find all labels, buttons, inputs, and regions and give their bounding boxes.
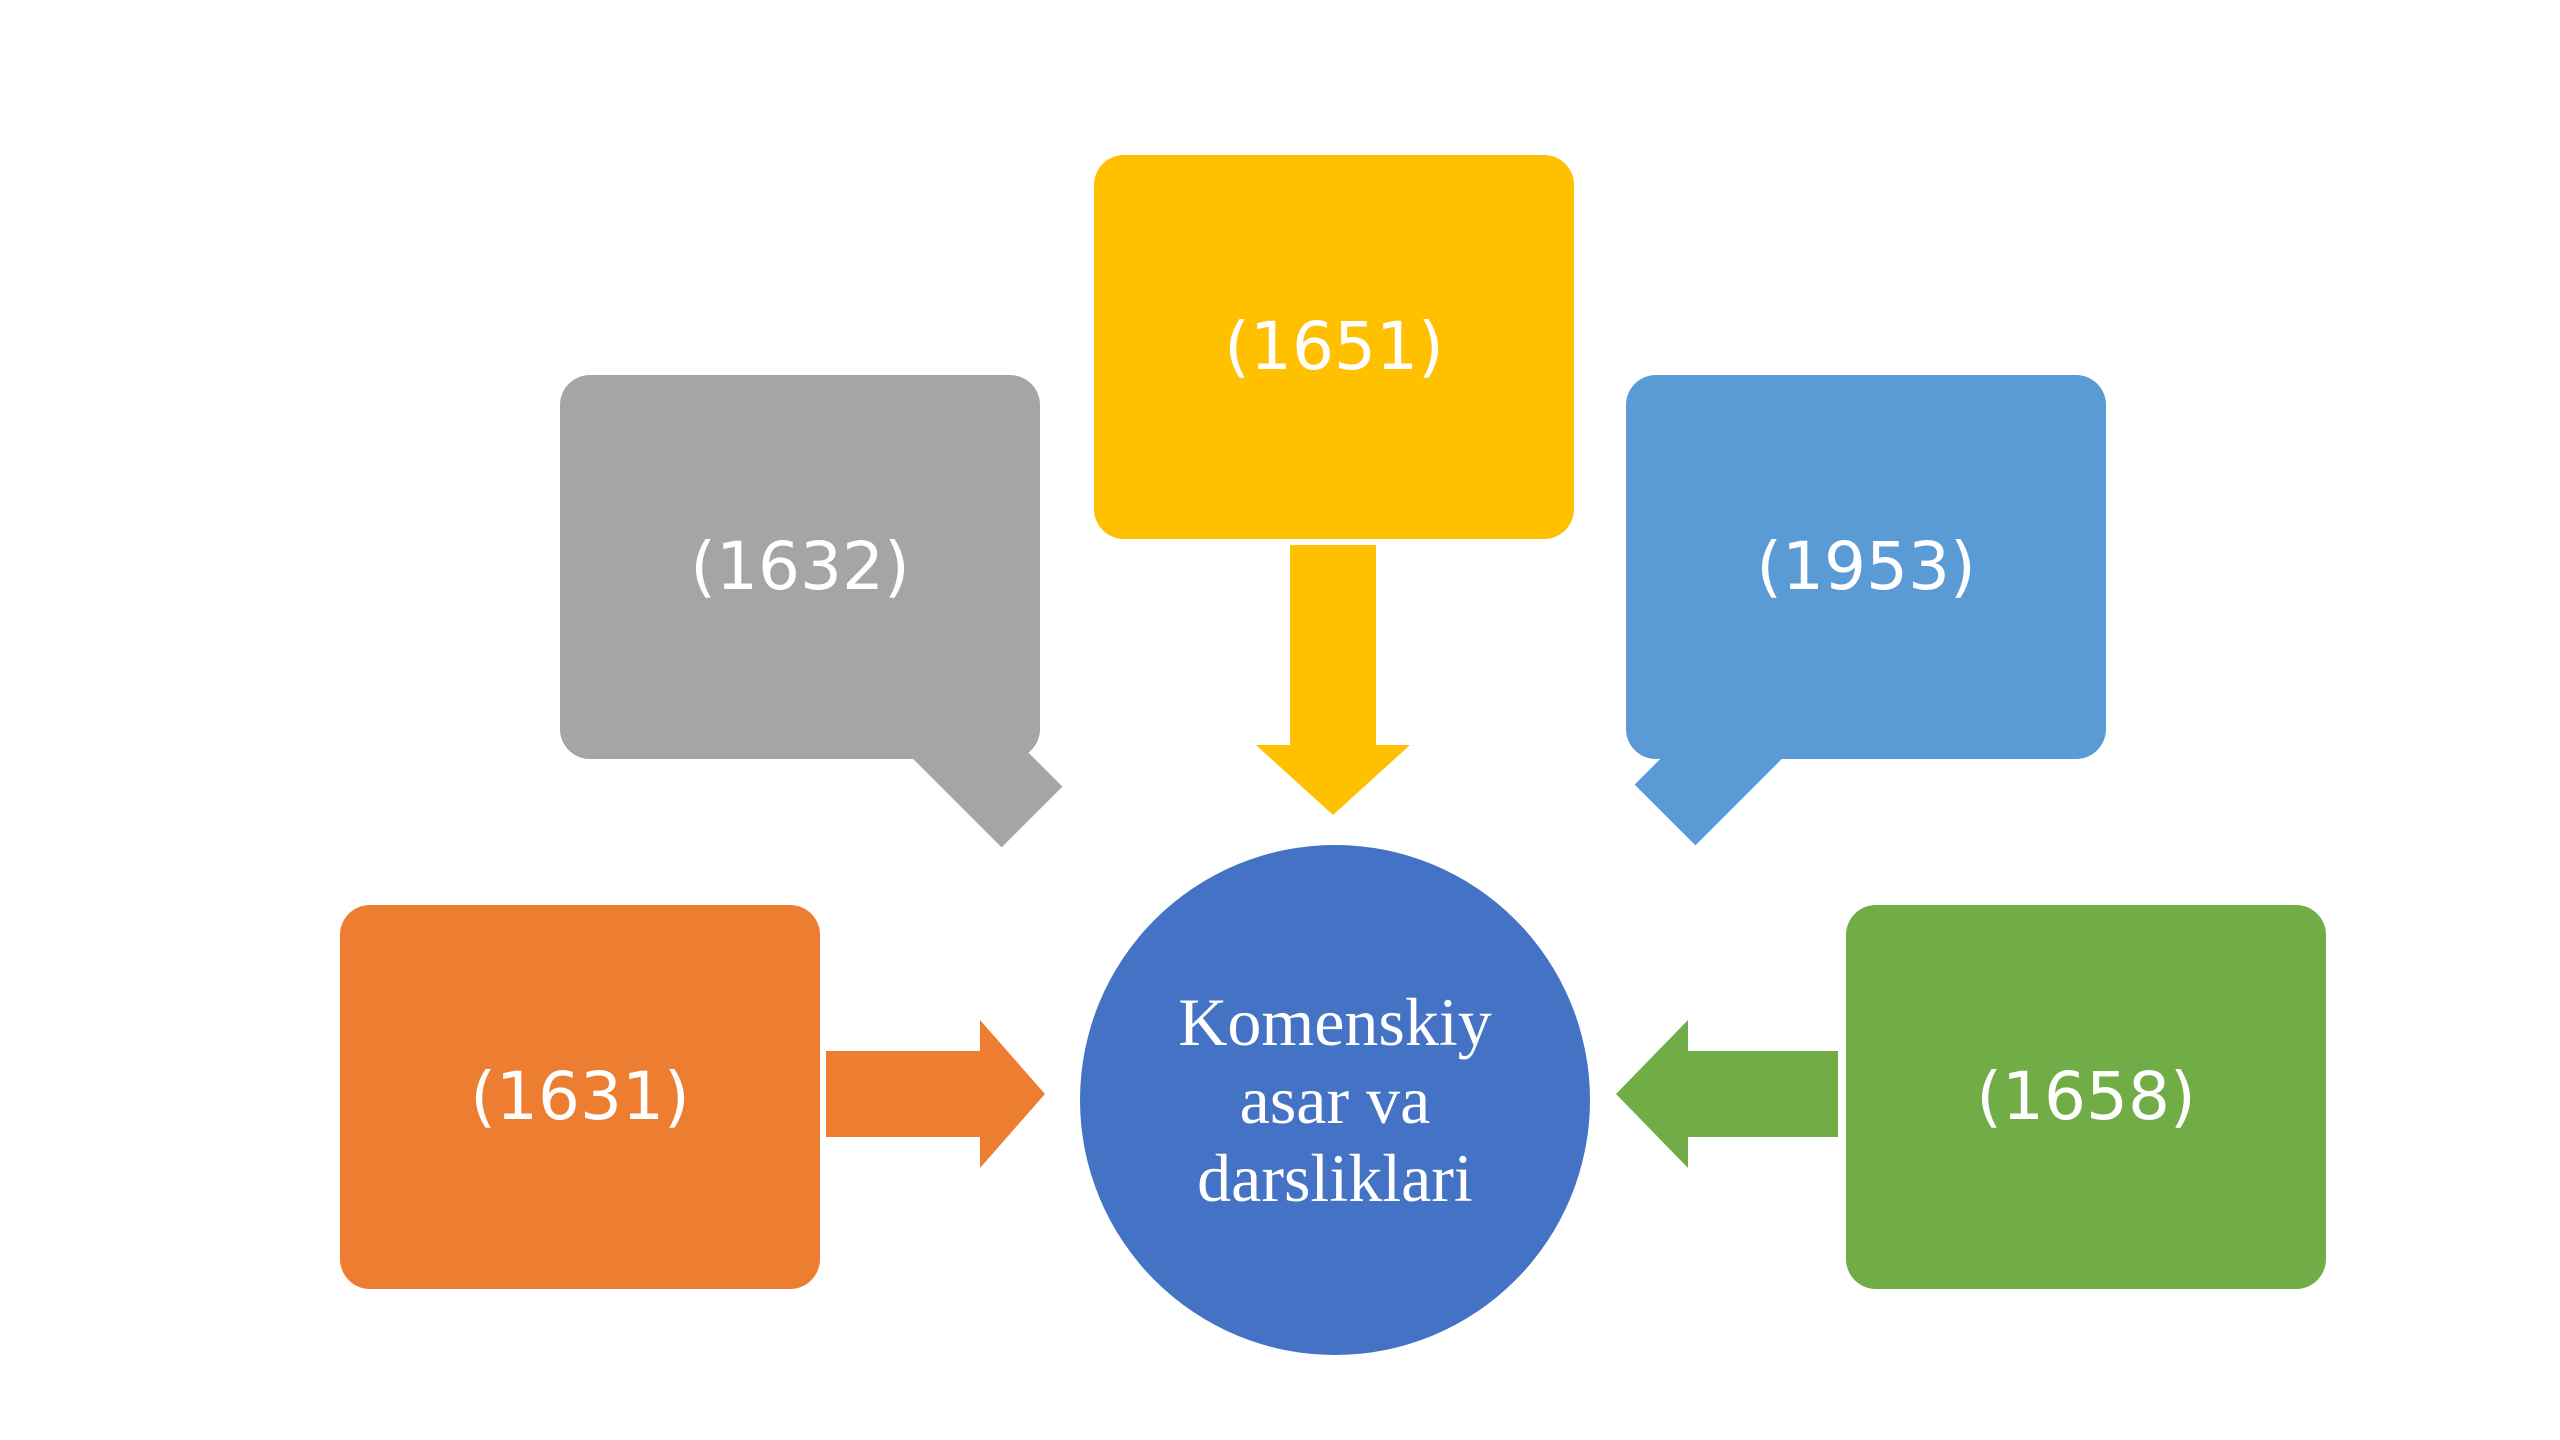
arrow-from-1658 — [1616, 1020, 1838, 1168]
arrow-from-1651 — [1256, 545, 1410, 815]
box-1631: (1631) — [340, 905, 820, 1289]
box-1658: (1658) — [1846, 905, 2326, 1289]
arrow-from-1631 — [826, 1020, 1045, 1168]
box-1631-label: (1631) — [470, 1058, 690, 1135]
box-1658-label: (1658) — [1976, 1058, 2196, 1135]
center-circle: Komenskiy asar va darsliklari — [1080, 845, 1590, 1355]
center-label: Komenskiy asar va darsliklari — [1178, 984, 1492, 1216]
box-1632: (1632) — [560, 375, 1040, 759]
box-1632-label: (1632) — [690, 528, 910, 605]
box-1953: (1953) — [1626, 375, 2106, 759]
box-1953-label: (1953) — [1756, 528, 1976, 605]
box-1651: (1651) — [1094, 155, 1574, 539]
box-1651-label: (1651) — [1224, 308, 1444, 385]
